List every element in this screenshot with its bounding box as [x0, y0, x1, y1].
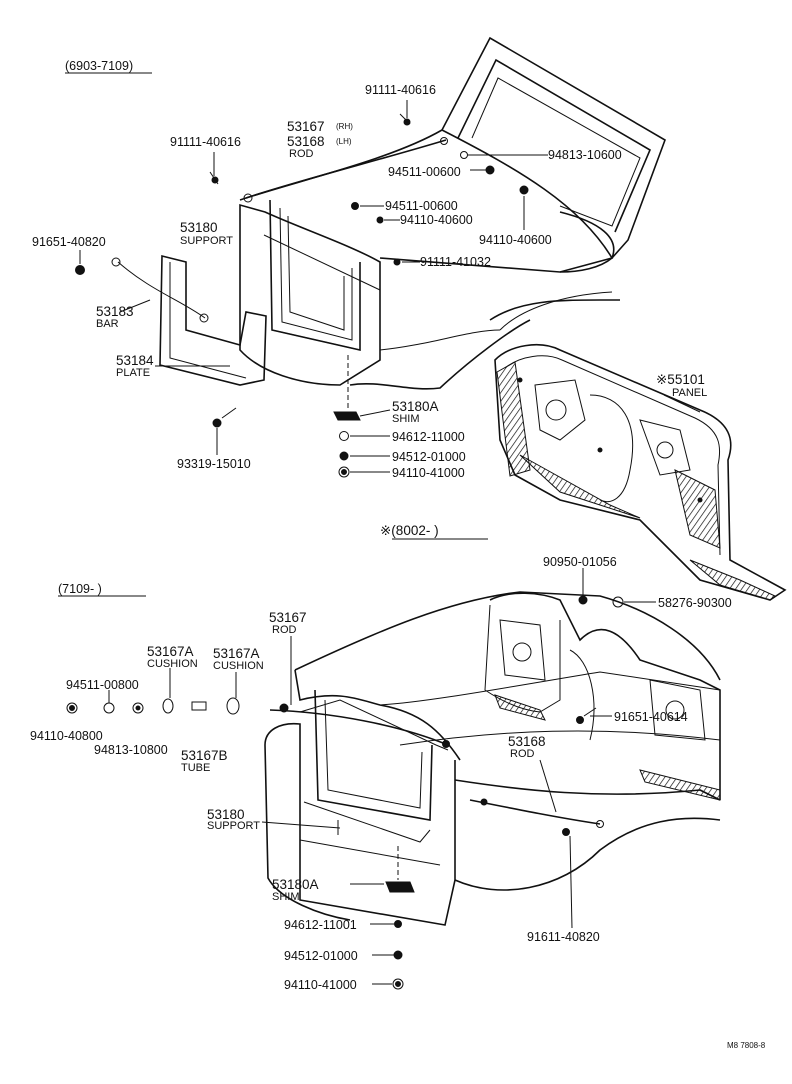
part-94110-41000-top: 94110-41000	[392, 466, 465, 480]
label-support-top: SUPPORT	[180, 235, 233, 247]
part-90950-01056: 90950-01056	[543, 555, 617, 569]
part-94612-11000: 94612-11000	[392, 430, 465, 444]
part-94813-10600: 94813-10600	[548, 148, 622, 162]
section-label-top: (6903-7109)	[65, 59, 133, 73]
label-panel: PANEL	[672, 387, 707, 399]
label-tube: TUBE	[181, 762, 210, 774]
part-53167A-right: 53167A	[213, 646, 260, 661]
part-53167B: 53167B	[181, 748, 228, 763]
label-shim-top: SHIM	[392, 413, 420, 425]
part-91111-40616-left: 91111-40616	[170, 135, 241, 149]
part-94813-10800: 94813-10800	[94, 743, 168, 757]
drawing-code: M8 7808-8	[727, 1041, 766, 1050]
part-53168-bottom: 53168	[508, 734, 546, 749]
part-91651-40820: 91651-40820	[32, 235, 106, 249]
bottom-leader-lines	[108, 568, 656, 985]
part-94612-11001: 94612-11001	[284, 918, 357, 932]
dash-panel-drawing	[494, 344, 787, 601]
section-label-bottom: (7109- )	[58, 582, 102, 596]
label-bar: BAR	[96, 318, 119, 330]
top-leader-lines	[79, 100, 548, 473]
bottom-assembly-drawing	[66, 591, 721, 990]
part-55101: ※55101	[656, 372, 705, 387]
part-91111-40616-upper: 91111-40616	[365, 83, 436, 97]
part-53167-bottom: 53167	[269, 610, 307, 625]
part-53168-top: 53168	[287, 134, 325, 149]
part-53180A-bottom: 53180A	[272, 877, 319, 892]
part-53167A-left: 53167A	[147, 644, 194, 659]
part-53183: 53183	[96, 304, 134, 319]
part-94512-01000-bottom: 94512-01000	[284, 949, 358, 963]
part-94110-41000-bottom: 94110-41000	[284, 978, 357, 992]
label-cushion-right: CUSHION	[213, 660, 264, 672]
part-94110-40600-left: 94110-40600	[400, 213, 473, 227]
part-91611-40820: 91611-40820	[527, 930, 600, 944]
part-58276-90300: 58276-90300	[658, 596, 732, 610]
label-cushion-left: CUSHION	[147, 658, 198, 670]
label-rod-bottom-b: ROD	[510, 748, 535, 760]
part-53180-top: 53180	[180, 220, 218, 235]
part-53180A-top: 53180A	[392, 399, 439, 414]
part-94511-00800: 94511-00800	[66, 678, 139, 692]
label-shim-bottom: SHIM	[272, 891, 300, 903]
section-label-panel: ※(8002- )	[380, 523, 439, 538]
part-91651-40614: 91651-40614	[614, 710, 688, 724]
label-rod-bottom-a: ROD	[272, 624, 297, 636]
part-53167-rh: (RH)	[336, 122, 353, 131]
part-53167-top: 53167	[287, 119, 325, 134]
part-53184: 53184	[116, 353, 154, 368]
part-94511-00600-lower: 94511-00600	[385, 199, 458, 213]
label-rod-top: ROD	[289, 148, 314, 160]
part-93319-15010: 93319-15010	[177, 457, 251, 471]
part-53180-bottom: 53180	[207, 807, 245, 822]
part-53168-lh: (LH)	[336, 137, 352, 146]
part-91111-41032: 91111-41032	[420, 255, 491, 269]
label-plate: PLATE	[116, 367, 150, 379]
label-support-bottom: SUPPORT	[207, 820, 260, 832]
part-94512-01000-top: 94512-01000	[392, 450, 466, 464]
top-assembly-drawing	[75, 36, 666, 478]
labels: (6903-7109) (7109- ) ※(8002- ) 91111-406…	[30, 59, 766, 1050]
part-94110-40800: 94110-40800	[30, 729, 103, 743]
part-94511-00600-upper: 94511-00600	[388, 165, 461, 179]
part-94110-40600-right: 94110-40600	[479, 233, 552, 247]
